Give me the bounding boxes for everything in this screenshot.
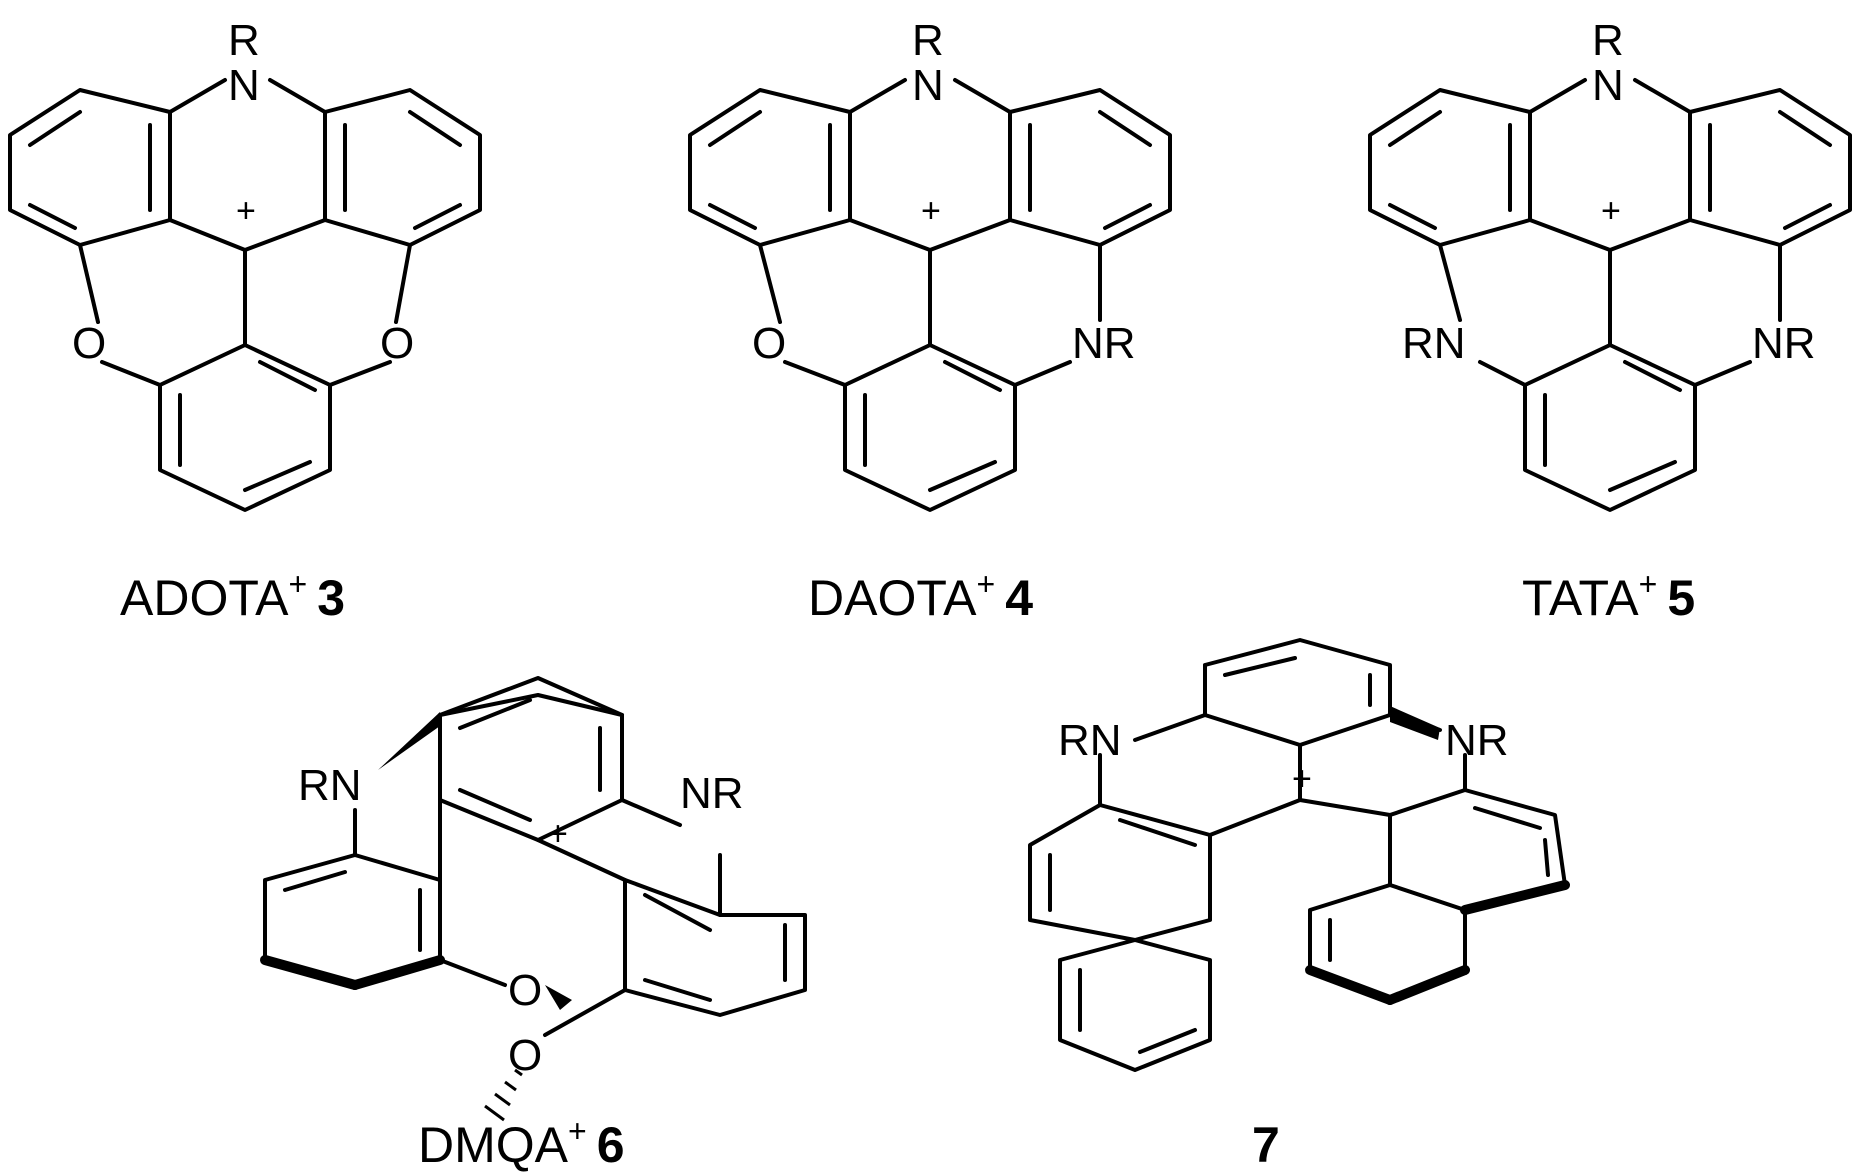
oxygen-label: O (508, 1031, 542, 1080)
oxygen-label: O (508, 966, 542, 1015)
charge-plus: + (236, 192, 256, 230)
structure-daota: R N O NR + DAOTA+4 (688, 16, 1172, 626)
nitrogen-label: N (1592, 61, 1624, 110)
nr-label: NR (680, 769, 744, 818)
wedge-bond (545, 985, 572, 1010)
structure-tata: R N RN NR + TATA+5 (1368, 16, 1852, 626)
structure-7: RN NR + 7 (1028, 638, 1570, 1172)
wedge-bond (378, 712, 440, 770)
nr-label: NR (1072, 319, 1136, 368)
structure-adota: R N O O + ADOTA+3 (8, 16, 482, 626)
r-label: R (228, 16, 260, 65)
oxygen-label: O (752, 319, 786, 368)
oxygen-label: O (380, 319, 414, 368)
bonds-tata (1368, 78, 1852, 512)
r-label: R (1592, 16, 1624, 65)
oxygen-label: O (72, 319, 106, 368)
caption-adota: ADOTA+3 (120, 566, 345, 626)
nitrogen-label: N (228, 61, 260, 110)
rn-label: RN (1402, 319, 1466, 368)
structure-dmqa: RN NR O O + DMQA+6 (260, 676, 807, 1172)
wedge-bond (1390, 706, 1440, 740)
caption-tata: TATA+5 (1522, 566, 1695, 626)
r-label: R (912, 16, 944, 65)
bonds-adota (8, 78, 482, 512)
caption-7: 7 (1252, 1117, 1280, 1172)
nitrogen-label: N (912, 61, 944, 110)
nr-label: NR (1445, 716, 1509, 765)
charge-plus: + (548, 815, 568, 853)
caption-dmqa: DMQA+6 (418, 1113, 625, 1172)
charge-plus: + (1292, 760, 1312, 798)
bonds-7 (1028, 638, 1570, 1072)
rn-label: RN (298, 761, 362, 810)
hashed-bond (484, 1068, 523, 1122)
caption-daota: DAOTA+4 (808, 566, 1033, 626)
bonds-dmqa (260, 676, 807, 1122)
bonds-daota (688, 78, 1172, 512)
charge-plus: + (1601, 192, 1621, 230)
charge-plus: + (921, 192, 941, 230)
nr-label: NR (1752, 319, 1816, 368)
rn-label: RN (1058, 716, 1122, 765)
